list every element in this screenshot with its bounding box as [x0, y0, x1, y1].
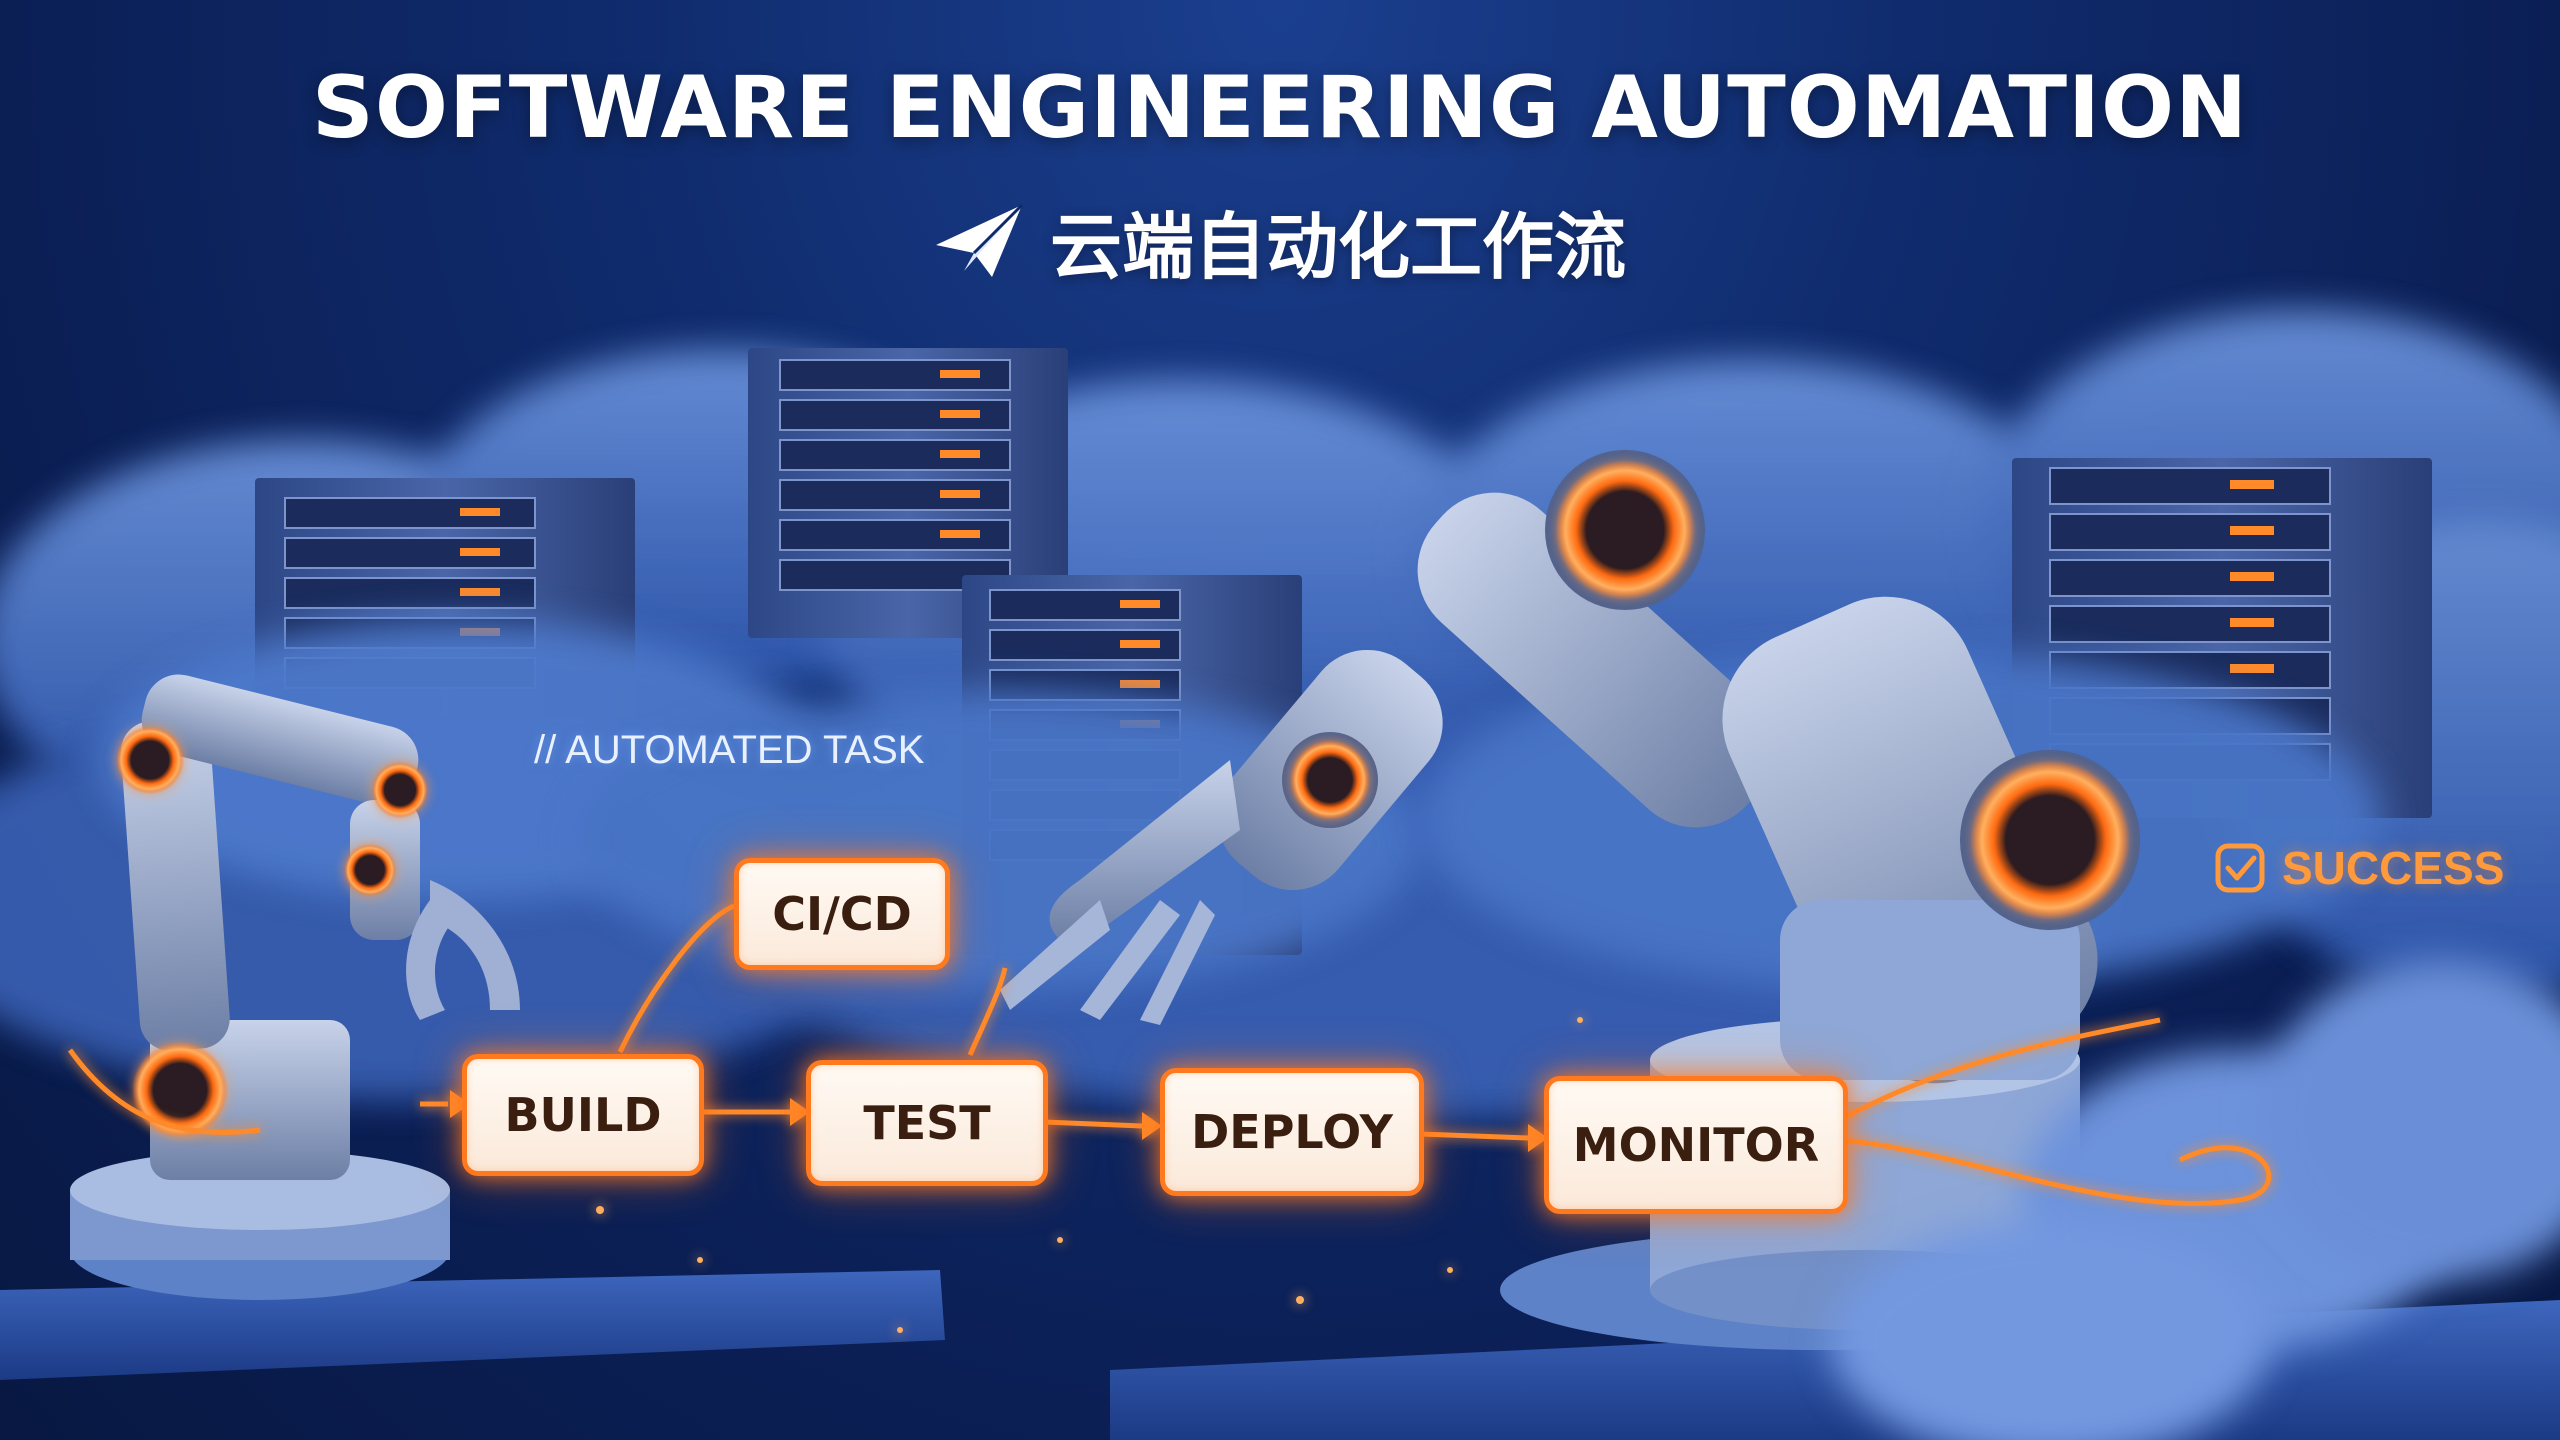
- pipeline-stage-cicd: CI/CD: [734, 858, 950, 970]
- robot-arm-left: [116, 674, 520, 1180]
- page-title: SOFTWARE ENGINEERING AUTOMATION: [311, 58, 2249, 158]
- paper-plane-icon: [935, 203, 1024, 277]
- pipeline-stage-test: TEST: [806, 1060, 1048, 1186]
- pipeline-stage-build: BUILD: [462, 1054, 704, 1176]
- success-indicator: SUCCESS: [2212, 840, 2504, 896]
- page-subtitle: 云端自动化工作流: [1049, 205, 1626, 289]
- subtitle-row: 云端自动化工作流: [0, 188, 2560, 293]
- flow-lines: [67, 903, 2272, 1206]
- flow-arrowheads: [450, 1090, 1548, 1152]
- check-badge-icon: [2215, 843, 2265, 893]
- robot-arm-right: [1000, 450, 2140, 1084]
- server-rack-center: [748, 348, 1068, 638]
- success-label: SUCCESS: [2282, 842, 2505, 894]
- pipeline-stage-deploy: DEPLOY: [1160, 1068, 1424, 1196]
- automated-task-label: // AUTOMATED TASK: [534, 728, 925, 772]
- pipeline-stage-monitor: MONITOR: [1544, 1076, 1848, 1214]
- platform-left: [0, 1150, 945, 1380]
